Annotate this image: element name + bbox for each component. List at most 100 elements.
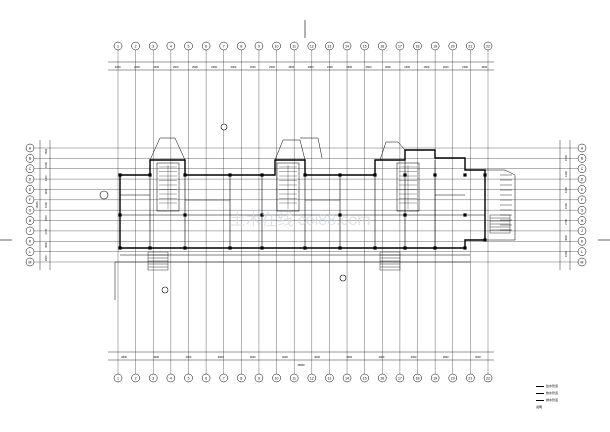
axis-bubble-label: 9 (258, 376, 260, 380)
dimension-text: 1500 (44, 202, 48, 208)
axis-bubble: 12 (307, 41, 317, 51)
dimension-text: 4000 (282, 355, 288, 359)
dimension-text: 1200 (44, 188, 48, 194)
dimension-text: 1500 (44, 148, 48, 154)
axis-bubble: B (25, 154, 35, 163)
dimension-text: 4500 (44, 242, 48, 248)
axis-bubble: 4 (166, 373, 176, 383)
dimension-text: 2500 (192, 65, 198, 69)
axis-bubble: F (25, 195, 35, 205)
axis-bubble-label: G (29, 208, 32, 212)
axis-bubble-label: 16 (380, 44, 384, 48)
axis-bubble-label: K (29, 240, 32, 244)
axis-bubble: 10 (272, 41, 281, 51)
column (303, 173, 307, 177)
axis-bubble: 11 (289, 41, 299, 51)
axis-bubble: M (25, 257, 35, 267)
axis-bubble: 18 (413, 41, 422, 51)
axis-bubble-label: 13 (327, 376, 331, 380)
axis-bubble-label: D (581, 177, 584, 181)
legend-key-line (536, 400, 544, 401)
axis-bubble-label: 19 (433, 376, 437, 380)
axis-bubble: G (25, 205, 35, 215)
axis-bubble: J (577, 226, 587, 236)
axis-bubble: 15 (360, 373, 369, 383)
axis-bubble-label: M (29, 260, 32, 264)
column (260, 246, 264, 250)
dimension-text: 4000 (153, 355, 159, 359)
dimension-text: 1500 (564, 251, 568, 257)
section-marker-icon (99, 123, 347, 294)
axis-bubble-label: 9 (258, 44, 260, 48)
dimension-text: 2600 (443, 65, 449, 69)
axis-bubble: 16 (378, 41, 387, 51)
axis-bubble-label: 19 (433, 44, 437, 48)
axis-bubble: 2 (131, 41, 140, 51)
axis-bubble-label: 3 (152, 376, 154, 380)
dimension-text: 4000 (411, 355, 417, 359)
column (303, 246, 307, 250)
dimension-text: 1500 (44, 215, 48, 221)
column (118, 213, 122, 217)
axis-bubble-label: A (29, 146, 32, 150)
axis-bubble-label: A (581, 146, 584, 150)
column (260, 173, 264, 177)
axis-bubble: 19 (430, 373, 440, 383)
axis-bubble: 10 (272, 373, 281, 383)
column (483, 238, 487, 242)
dimension-text: 4000 (379, 355, 385, 359)
axis-bubble-label: 15 (363, 44, 367, 48)
axis-bubble: 22 (483, 373, 493, 383)
axis-bubble: H (25, 216, 35, 225)
dimension-text: 1200 (564, 187, 568, 193)
axis-bubble: J (25, 226, 35, 236)
legend-label: 排水管道 (546, 398, 559, 402)
dimension-text: 1200 (564, 171, 568, 177)
axis-bubble: 13 (325, 373, 334, 383)
axis-bubble-label: M (581, 260, 584, 264)
dimension-text: 1500 (564, 155, 568, 161)
dimension-text: 3000 (218, 355, 224, 359)
dimension-text: 1500 (327, 65, 333, 69)
axis-bubble-label: L (29, 250, 31, 254)
axis-bubble-label: D (29, 177, 32, 181)
axis-bubble: E (25, 185, 35, 194)
axis-bubble-label: K (581, 240, 584, 244)
axis-bubble: 1 (113, 373, 123, 383)
axis-bubble-label: 6 (205, 376, 207, 380)
axis-bubble-label: C (581, 167, 584, 171)
axis-bubble: B (577, 154, 587, 163)
dimension-text: 1500 (404, 65, 410, 69)
axis-bubble: 3 (148, 373, 158, 383)
axis-bubble-label: 3 (152, 44, 154, 48)
legend-row: 热水管道 (536, 390, 596, 397)
column (228, 246, 232, 250)
axis-bubble: 9 (254, 41, 264, 51)
axis-bubble-label: 22 (486, 44, 490, 48)
axis-bubble: 17 (395, 41, 405, 51)
dimension-text: 1200 (44, 175, 48, 181)
column (373, 173, 377, 177)
axis-bubble-label: F (581, 198, 583, 202)
axis-bubble: 15 (360, 41, 369, 51)
legend-footnote: 说明 (536, 404, 596, 411)
dimension-text: 1500 (424, 65, 430, 69)
dimension-text: 3000 (385, 65, 391, 69)
axis-bubble-label: 4 (170, 376, 172, 380)
axis-bubble-label: 18 (416, 376, 420, 380)
axis-bubble: 17 (395, 373, 405, 383)
dimension-text: 3200 (115, 65, 121, 69)
column (463, 173, 467, 177)
column (403, 173, 407, 177)
dimension-text: 2500 (269, 65, 275, 69)
dimension-text: 2600 (134, 65, 140, 69)
axis-bubble: 5 (184, 373, 193, 383)
axis-bubble-label: 17 (398, 376, 402, 380)
axis-bubble: L (577, 247, 587, 256)
dimension-lines (39, 61, 571, 361)
column (260, 213, 264, 217)
axis-bubble-label: B (29, 157, 32, 161)
axis-bubble-label: J (29, 229, 31, 233)
